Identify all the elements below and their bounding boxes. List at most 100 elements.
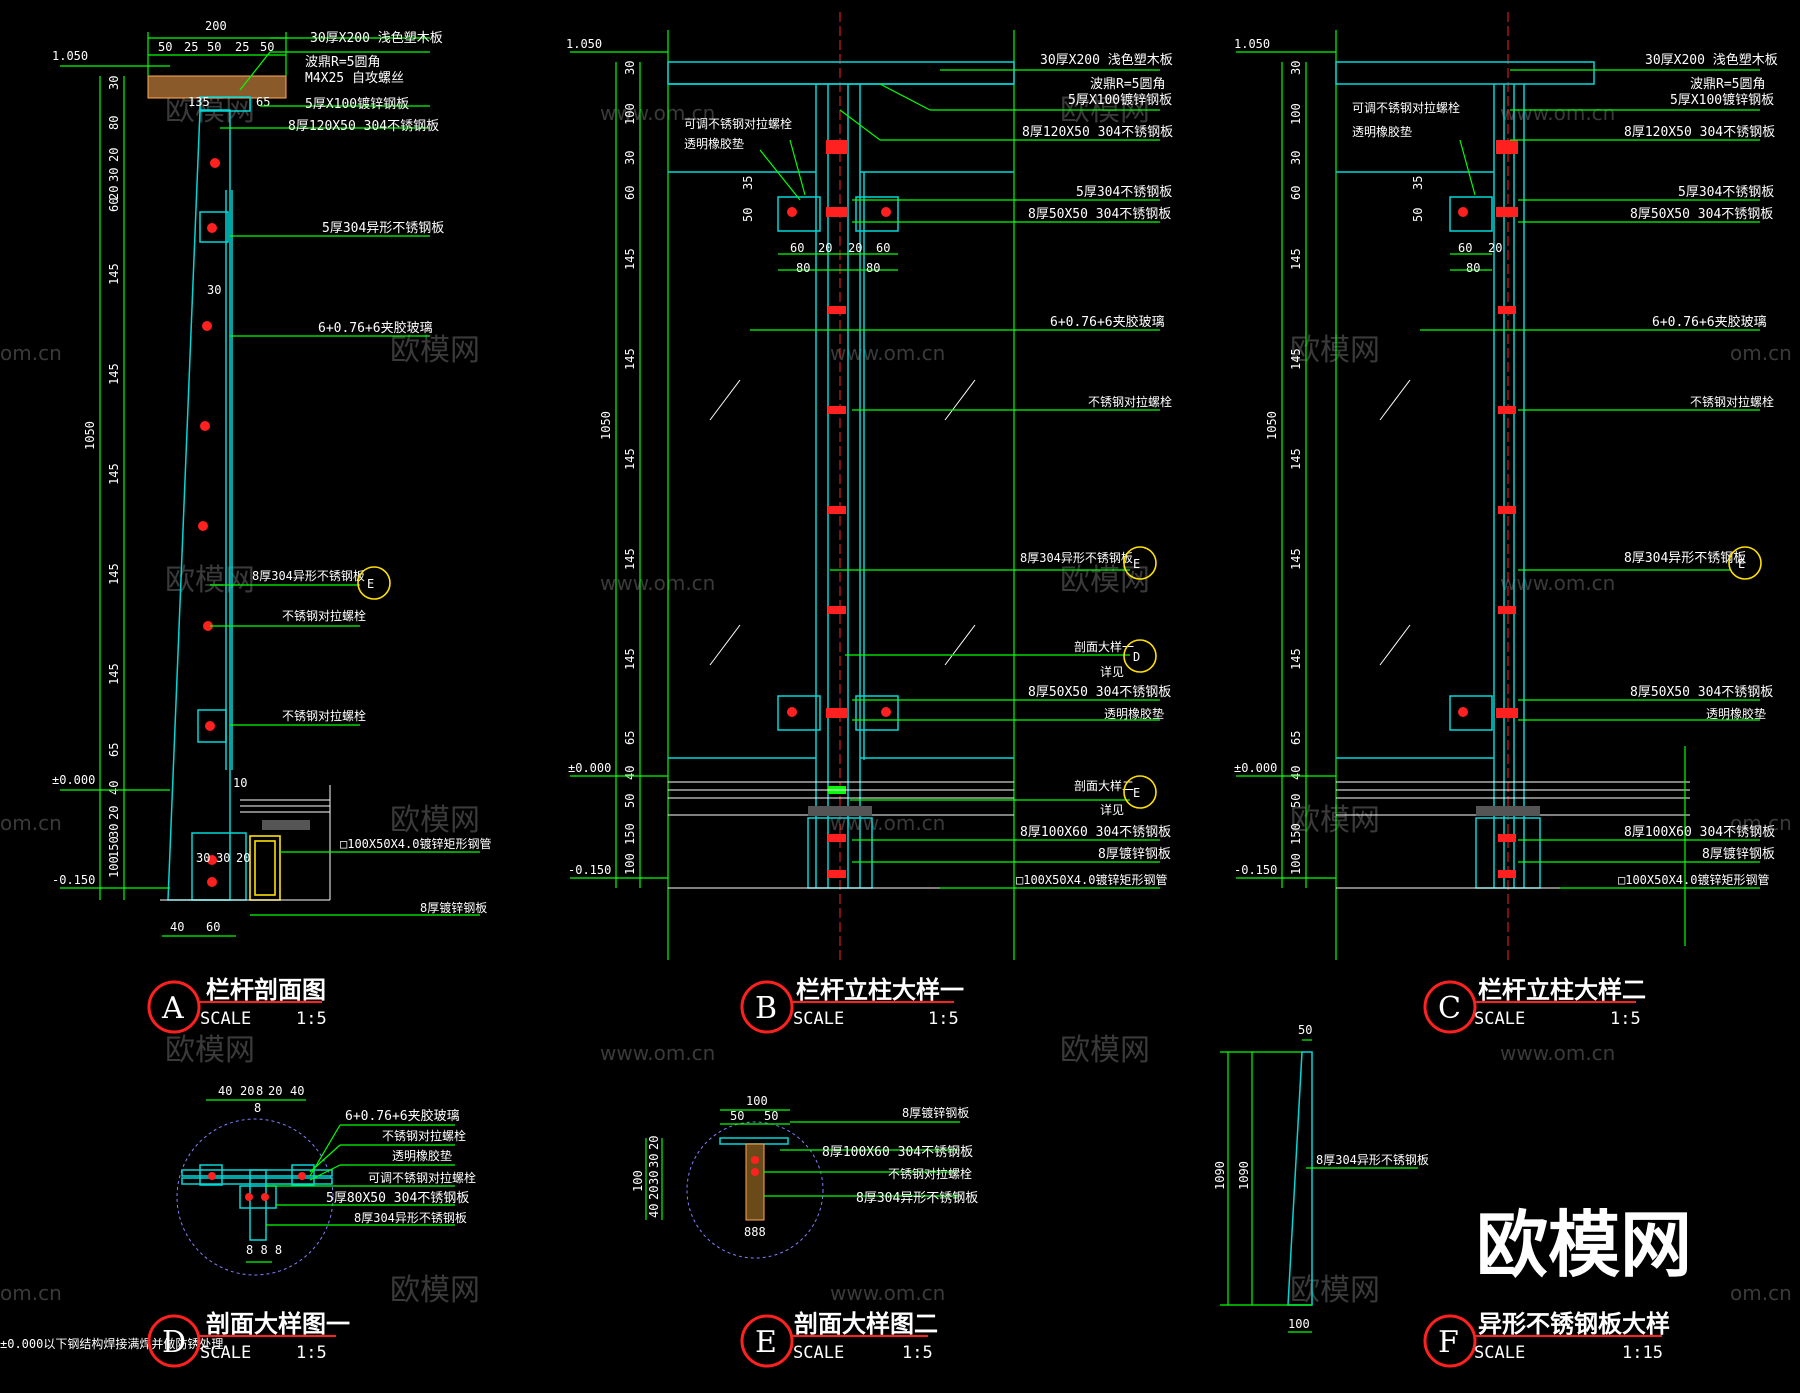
- svg-text:145: 145: [1289, 248, 1303, 270]
- title-a: A 栏杆剖面图 SCALE 1:5: [147, 976, 327, 1034]
- label-a-bolt2: 不锈钢对拉螺栓: [282, 708, 366, 723]
- label-c-pad: 透明橡胶垫: [1352, 124, 1412, 139]
- svg-text:栏杆立柱大样二: 栏杆立柱大样二: [1478, 976, 1646, 1004]
- svg-text:145: 145: [1289, 648, 1303, 670]
- svg-text:50: 50: [741, 208, 755, 222]
- svg-text:SCALE: SCALE: [793, 1343, 844, 1363]
- svg-text:20: 20: [268, 1084, 282, 1098]
- label-b-ss5: 5厚304不锈钢板: [1076, 185, 1172, 200]
- dim-b-total: 1050: [599, 411, 613, 440]
- watermark-partial-5: om.cn: [1730, 811, 1792, 835]
- watermark-cn-3: 欧模网: [165, 563, 255, 598]
- title-d: D 剖面大样图一 SCALE 1:5: [147, 1310, 350, 1368]
- svg-text:60: 60: [1458, 241, 1472, 255]
- label-b-adj: 可调不锈钢对拉螺栓: [684, 116, 792, 131]
- label-c-galv: 5厚X100镀锌钢板: [1670, 92, 1774, 108]
- detail-e-section: 100 50 50 20 30 30 20 40 100 888 8厚镀锌钢板 …: [631, 1094, 978, 1259]
- label-c-pad2: 透明橡胶垫: [1706, 706, 1766, 721]
- watermark-partial-1: om.cn: [0, 341, 62, 365]
- detail-c-elevation: 30 100 30 60 145 145 145 145 145 65 40 5…: [1234, 12, 1778, 960]
- tapered-plate: [1287, 1051, 1313, 1306]
- label-f-ss8: 8厚304异形不锈钢板: [1316, 1153, 1429, 1167]
- detail-d-section: 40 20 8 20 40 8 8 8 8 6+0.76+6夹胶玻璃 不锈钢对拉…: [0, 1084, 476, 1351]
- label-c-plate8: 8厚镀锌钢板: [1702, 846, 1775, 862]
- svg-text:SCALE: SCALE: [1474, 1009, 1525, 1029]
- svg-text:30: 30: [623, 61, 637, 75]
- label-b-wood: 30厚X200 浅色塑木板: [1040, 52, 1173, 68]
- svg-text:1090: 1090: [1213, 1161, 1227, 1190]
- svg-text:C: C: [1438, 991, 1461, 1026]
- svg-text:20: 20: [240, 1084, 254, 1098]
- svg-text:30: 30: [623, 151, 637, 165]
- svg-text:50: 50: [764, 1109, 778, 1123]
- level-a-bottom: -0.150: [52, 873, 95, 887]
- label-b-pad2: 透明橡胶垫: [1104, 706, 1164, 721]
- svg-text:25: 25: [235, 40, 249, 54]
- svg-text:100: 100: [746, 1094, 768, 1108]
- watermark-partial-2: om.cn: [0, 811, 62, 835]
- svg-text:E: E: [1738, 557, 1745, 571]
- label-b-ss120: 8厚120X50 304不锈钢板: [1022, 125, 1173, 140]
- watermark-site-8: www.om.cn: [1500, 571, 1615, 595]
- label-d-ss8: 8厚304异形不锈钢板: [354, 1211, 467, 1225]
- watermark-site-6: www.om.cn: [830, 1281, 945, 1305]
- svg-text:8: 8: [254, 1101, 261, 1115]
- svg-text:80: 80: [107, 116, 121, 130]
- svg-text:40: 40: [1289, 766, 1303, 780]
- label-d-bolt: 不锈钢对拉螺栓: [382, 1128, 466, 1143]
- svg-text:65: 65: [623, 731, 637, 745]
- svg-text:150: 150: [107, 836, 121, 858]
- label-b-sec1: 剖面大样一: [1074, 639, 1134, 654]
- label-b-sec2: 剖面大样二: [1074, 778, 1134, 793]
- label-a-ss120: 8厚120X50 304不锈钢板: [288, 119, 439, 134]
- svg-text:40: 40: [107, 781, 121, 795]
- wood-handrail-cap: [147, 75, 287, 99]
- svg-text:F: F: [1438, 1325, 1459, 1360]
- svg-text:145: 145: [623, 648, 637, 670]
- label-c-wave: 波鼎R=5圆角: [1690, 77, 1765, 92]
- label-c-wood: 30厚X200 浅色塑木板: [1645, 52, 1778, 68]
- level-b-bottom: -0.150: [568, 863, 611, 877]
- label-a-ss8: 8厚304异形不锈钢板: [252, 569, 365, 583]
- svg-text:30: 30: [107, 824, 121, 838]
- svg-text:40: 40: [170, 920, 184, 934]
- dim-c-total: 1050: [1265, 411, 1279, 440]
- watermark-partial-4: om.cn: [1730, 341, 1792, 365]
- svg-text:30: 30: [647, 1171, 661, 1185]
- level-c-bottom: -0.150: [1234, 863, 1277, 877]
- level-b-top: 1.050: [566, 37, 602, 51]
- svg-text:20: 20: [107, 806, 121, 820]
- svg-text:100: 100: [623, 103, 637, 125]
- svg-text:20: 20: [107, 148, 121, 162]
- label-a-wave: 波鼎R=5圆角: [305, 55, 380, 70]
- watermark-site-5: www.om.cn: [600, 1041, 715, 1065]
- detail-f-plate: 50 1090 1090 100 8厚304异形不锈钢板 欧模网: [1213, 1023, 1692, 1333]
- detail-a-section: 200 50 25 50 25 50 135 65 30 10 30 30 20…: [52, 19, 491, 937]
- svg-text:栏杆剖面图: 栏杆剖面图: [206, 976, 326, 1004]
- label-d-adj: 可调不锈钢对拉螺栓: [368, 1170, 476, 1185]
- detail-b-elevation: 30 100 30 60 145 145 145 145 145 65 40 5…: [566, 12, 1173, 960]
- svg-text:SCALE: SCALE: [200, 1009, 251, 1029]
- watermark-partial-3: om.cn: [0, 1281, 62, 1305]
- wood-cap-c: [1335, 61, 1595, 85]
- label-a-screw: M4X25 自攻螺丝: [305, 71, 404, 86]
- svg-text:E: E: [755, 1325, 777, 1360]
- label-d-ss5: 5厚80X50 304不锈钢板: [326, 1191, 469, 1206]
- label-b-glass: 6+0.76+6夹胶玻璃: [1050, 314, 1165, 330]
- label-b-see2: 详见: [1100, 802, 1124, 817]
- svg-text:栏杆立柱大样一: 栏杆立柱大样一: [796, 976, 964, 1004]
- svg-text:40: 40: [218, 1084, 232, 1098]
- svg-text:8 8 8: 8 8 8: [246, 1243, 282, 1257]
- svg-text:30: 30: [107, 168, 121, 182]
- label-d-glass: 6+0.76+6夹胶玻璃: [345, 1108, 460, 1124]
- note-bottom: ±0.000以下钢结构焊接满焊并做防锈处理: [0, 1336, 223, 1351]
- label-c-glass: 6+0.76+6夹胶玻璃: [1652, 314, 1767, 330]
- svg-text:20: 20: [236, 851, 250, 865]
- svg-text:E: E: [1133, 557, 1140, 571]
- svg-text:30: 30: [196, 851, 210, 865]
- svg-text:30: 30: [1289, 151, 1303, 165]
- svg-text:SCALE: SCALE: [1474, 1343, 1525, 1363]
- label-a-wood: 30厚X200 浅色塑木板: [310, 30, 443, 46]
- label-b-galv: 5厚X100镀锌钢板: [1068, 92, 1172, 108]
